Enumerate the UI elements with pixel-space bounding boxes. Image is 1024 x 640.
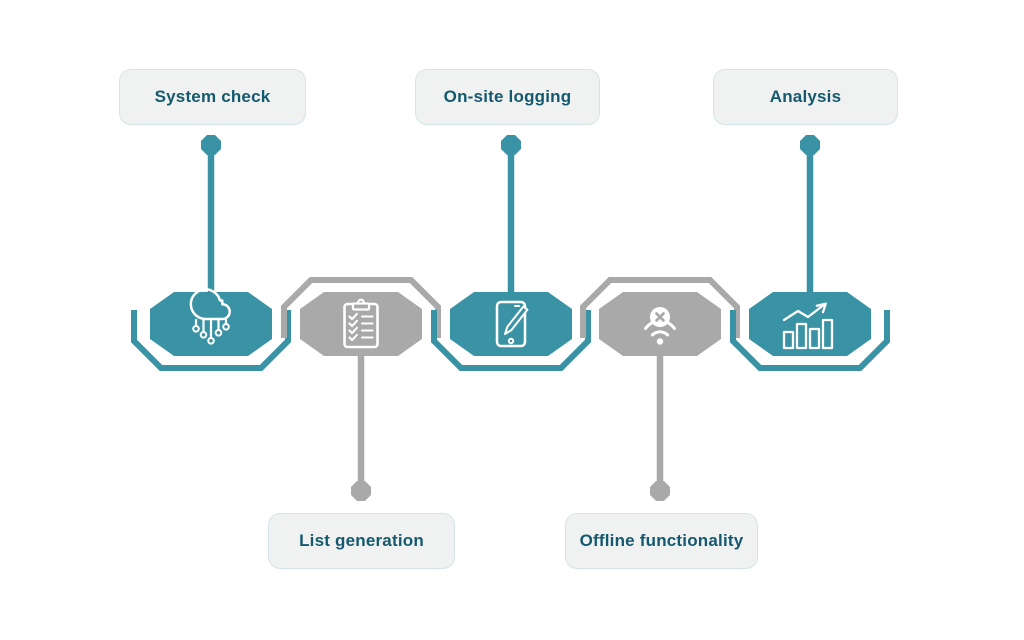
step-label-text: List generation <box>299 531 424 550</box>
tablet-stylus-icon <box>495 300 529 348</box>
step-label-analysis: Analysis <box>713 69 898 125</box>
connector-dot <box>351 481 371 501</box>
step-node-offline-functionality <box>580 277 740 501</box>
bracket-outline <box>431 310 591 371</box>
bracket-outline <box>730 310 890 371</box>
step-label-offline-functionality: Offline functionality <box>565 513 758 569</box>
checklist-clipboard-icon <box>343 298 379 349</box>
step-label-system-check: System check <box>119 69 306 125</box>
step-hexagon <box>749 292 871 356</box>
step-node-analysis <box>730 135 890 371</box>
bracket-outline <box>580 277 740 338</box>
step-label-text: Offline functionality <box>579 531 744 550</box>
bracket-outline <box>131 310 291 371</box>
step-label-text: Analysis <box>769 87 842 106</box>
step-label-list-generation: List generation <box>268 513 455 569</box>
step-label-text: System check <box>154 87 271 106</box>
bracket-outline <box>281 277 441 338</box>
step-label-on-site-logging: On-site logging <box>415 69 600 125</box>
connector-dot <box>501 135 521 155</box>
wifi-offline-icon <box>644 307 676 345</box>
step-node-on-site-logging <box>431 135 591 371</box>
cloud-computing-icon <box>189 288 231 345</box>
step-label-text: On-site logging <box>443 87 572 106</box>
step-node-system-check <box>131 135 291 371</box>
step-hexagon <box>300 292 422 356</box>
bar-chart-growth-icon <box>782 302 834 350</box>
connector-dot <box>201 135 221 155</box>
step-node-list-generation <box>281 277 441 501</box>
connector-dot <box>800 135 820 155</box>
connector-dot <box>650 481 670 501</box>
